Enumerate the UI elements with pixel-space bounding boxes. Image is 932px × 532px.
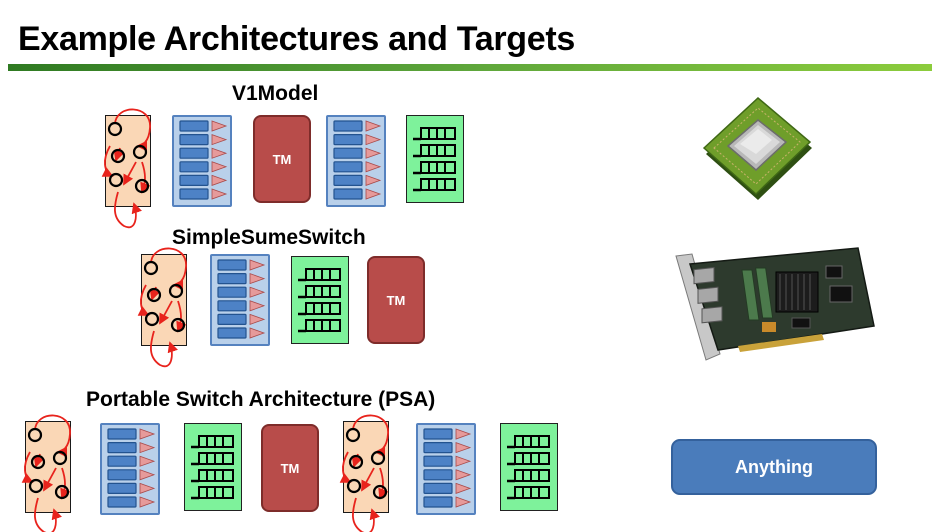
cpu-chip-image: [700, 96, 816, 211]
deparser-block: [291, 256, 349, 344]
match-action-block: [100, 423, 160, 515]
deparser-block: [406, 115, 464, 203]
slide-title: Example Architectures and Targets: [18, 20, 575, 58]
match-action-block: [172, 115, 232, 207]
parser-block: [137, 247, 187, 368]
parser-block: [21, 414, 71, 532]
fpga-board-image: [672, 242, 876, 375]
traffic-manager-block: TM: [261, 424, 319, 512]
arch-label-simplesumeswitch: SimpleSumeSwitch: [172, 226, 366, 249]
title-underline: [8, 64, 932, 71]
parser-block: [101, 108, 151, 229]
deparser-block: [184, 423, 242, 511]
match-action-block: [416, 423, 476, 515]
parser-block: [339, 414, 389, 532]
deparser-block: [500, 423, 558, 511]
traffic-manager-block: TM: [253, 115, 311, 203]
match-action-block: [326, 115, 386, 207]
match-action-block: [210, 254, 270, 346]
arch-label-psa: Portable Switch Architecture (PSA): [86, 388, 436, 411]
arch-label-v1model: V1Model: [232, 82, 319, 105]
anything-target-button[interactable]: Anything: [671, 439, 877, 495]
traffic-manager-block: TM: [367, 256, 425, 344]
